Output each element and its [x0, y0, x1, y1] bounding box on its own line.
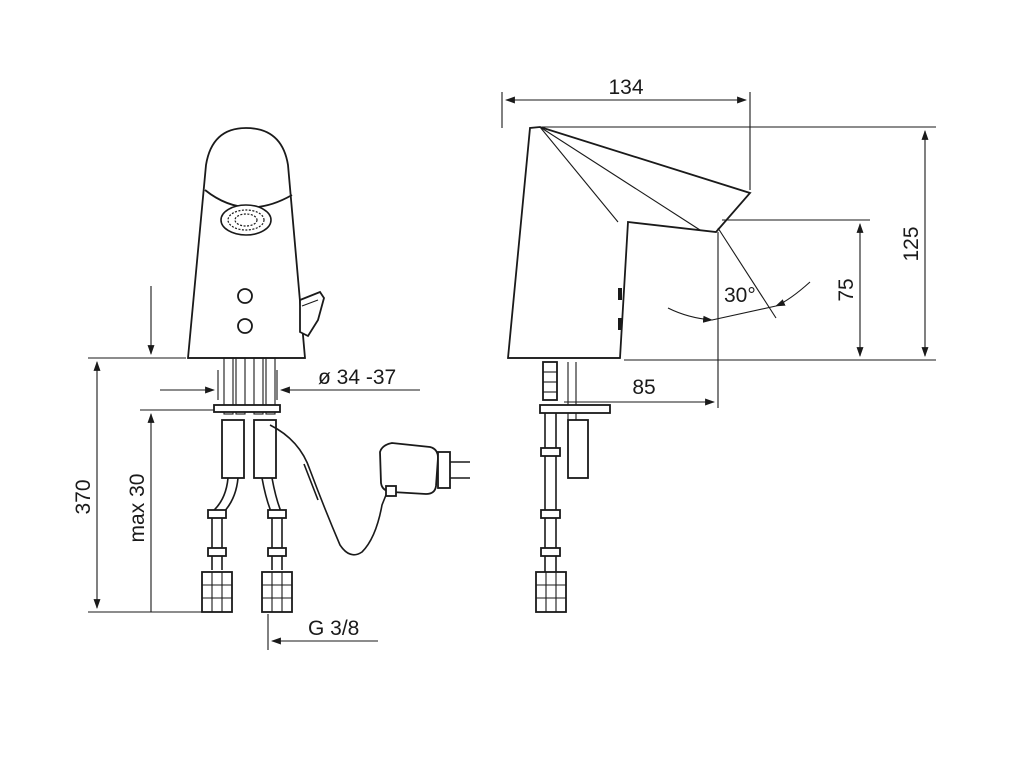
side-fixing-plate: [539, 404, 611, 414]
front-view: 370 max 30 ø 34 -37 G 3/8: [72, 127, 470, 650]
front-faucet-body: [187, 127, 306, 359]
dim-thread: G 3/8: [308, 617, 359, 640]
power-cable: [269, 424, 389, 556]
dim-125: 125: [900, 226, 923, 261]
dim-angle: 30°: [724, 284, 756, 307]
fixing-plate: [213, 404, 281, 413]
side-supply-hoses: [535, 361, 611, 613]
supply-hoses: [201, 357, 293, 613]
power-adapter-icon: [379, 442, 470, 497]
side-faucet-body: [507, 126, 752, 359]
dim-max-30: max 30: [126, 474, 149, 543]
dim-85: 85: [632, 376, 655, 399]
dim-370: 370: [72, 479, 95, 514]
sensor-icon: [237, 288, 253, 304]
dim-diameter: ø 34 -37: [318, 366, 396, 389]
dim-134: 134: [608, 76, 643, 99]
temperature-lever: [299, 290, 325, 338]
sensor-icon: [237, 318, 253, 334]
side-view: 134 125 75 85 30°: [501, 76, 936, 613]
dim-75: 75: [835, 278, 858, 301]
